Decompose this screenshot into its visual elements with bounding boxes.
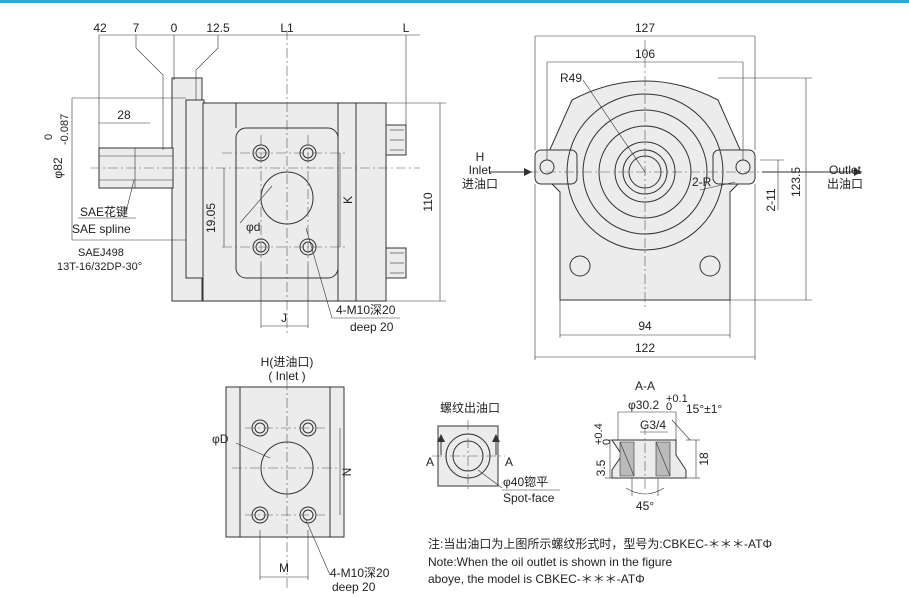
port-thread-note: 4-M10深20 (330, 566, 390, 580)
port-thread-deep: deep 20 (332, 580, 376, 594)
shaft-tolerance: 0 (43, 134, 55, 140)
dim-42: 42 (93, 21, 107, 35)
dim-l: L (403, 21, 410, 35)
shaft-tolerance-lower: -0.087 (59, 114, 71, 145)
front-bolt (569, 255, 591, 277)
port-view: H(进油口) ( Inlet ) φD N M 4-M10深20 deep 20 (212, 355, 390, 594)
section-depth-tol0: 0 (601, 439, 613, 445)
dim-94: 94 (638, 319, 652, 333)
thread-note: 4-M10深20 (336, 303, 396, 317)
spotface-note: φ40锪平 (503, 474, 548, 489)
dim-106: 106 (635, 47, 655, 61)
section-angle: 15°±1° (686, 402, 722, 416)
section-depth: 3.5 (594, 459, 608, 476)
dim-k: K (341, 196, 355, 204)
port-subtitle: ( Inlet ) (268, 369, 305, 383)
dim-127: 127 (635, 21, 655, 35)
flange-pilot (185, 99, 205, 279)
dim-j: J (281, 311, 287, 325)
section-depth-tol: +0.4 (593, 423, 605, 445)
radius-49: R49 (560, 71, 582, 85)
dim-28: 28 (117, 108, 131, 122)
inlet-h: H (476, 150, 485, 164)
dim-2-r: 2-R (692, 175, 712, 189)
spotface-en: Spot-face (503, 491, 555, 505)
dim-n: N (340, 468, 354, 477)
dim-7: 7 (133, 21, 140, 35)
spline-label-en: SAE spline (72, 222, 131, 236)
front-bolt (699, 255, 721, 277)
dim-l1: L1 (280, 21, 294, 35)
label-phi-d: φd (246, 220, 260, 234)
section-chamfer: 45° (636, 499, 654, 513)
section-dim-18: 18 (697, 452, 711, 466)
section-a-left: A (426, 455, 434, 469)
dim-122: 122 (635, 341, 655, 355)
thread-port-view: 螺纹出油口 A A φ40锪平 Spot-face (426, 401, 560, 505)
note-cn: 注:当出油口为上图所示螺纹形式时，型号为:CBKEC-＊＊＊-ATΦ (428, 536, 772, 551)
section-thread: G3/4 (640, 418, 666, 432)
dim-123-5: 123.5 (789, 167, 803, 197)
right-ear (712, 149, 756, 185)
inlet-en: Inlet (469, 163, 492, 177)
spline-spec: 13T-16/32DP-30° (57, 261, 142, 273)
pump-body (202, 102, 377, 302)
section-a-right: A (505, 455, 513, 469)
outlet-cn: 出油口 (827, 177, 863, 191)
section-aa: A-A φ30.2 +0.1 0 15°±1° G3/4 3.5 +0.4 0 … (593, 379, 722, 513)
spline-standard: SAEJ498 (78, 247, 124, 259)
left-ear (534, 149, 578, 185)
inlet-cn: 进油口 (462, 177, 498, 191)
port-flange (239, 386, 331, 538)
dim-m: M (279, 561, 289, 575)
port-phi-D: φD (212, 432, 229, 446)
shaft-diameter: φ82 (51, 157, 65, 178)
spline-label-cn: SAE花键 (80, 204, 128, 219)
dim-12-5: 12.5 (206, 21, 230, 35)
note-en-1: Note:When the oil outlet is shown in the… (428, 555, 672, 569)
dim-110: 110 (421, 192, 435, 211)
section-dia-tol: +0.1 (666, 393, 688, 405)
port-title: H(进油口) (261, 355, 314, 369)
notes: 注:当出油口为上图所示螺纹形式时，型号为:CBKEC-＊＊＊-ATΦ Note:… (428, 536, 772, 586)
side-view: 42 7 0 12.5 L1 L 28 φ82 0 -0.087 SAE花键 S… (43, 21, 446, 335)
note-en-2: aboye, the model is CBKEC-＊＊＊-ATΦ (428, 572, 645, 586)
front-view: 127 106 R49 H Inlet 进油口 Outlet 出油口 2-R 2… (462, 21, 863, 360)
section-title: A-A (635, 379, 655, 393)
section-dia-tol0: 0 (666, 401, 672, 413)
dim-0: 0 (171, 21, 178, 35)
dim-19-05: 19.05 (204, 203, 218, 233)
header-accent-bar (0, 0, 909, 3)
thread-port-title: 螺纹出油口 (440, 401, 500, 415)
dim-2-11: 2-11 (764, 188, 778, 211)
thread-deep: deep 20 (350, 320, 394, 334)
section-diameter: φ30.2 (628, 398, 659, 412)
outlet-en: Outlet (829, 163, 862, 177)
end-cover (355, 102, 387, 302)
